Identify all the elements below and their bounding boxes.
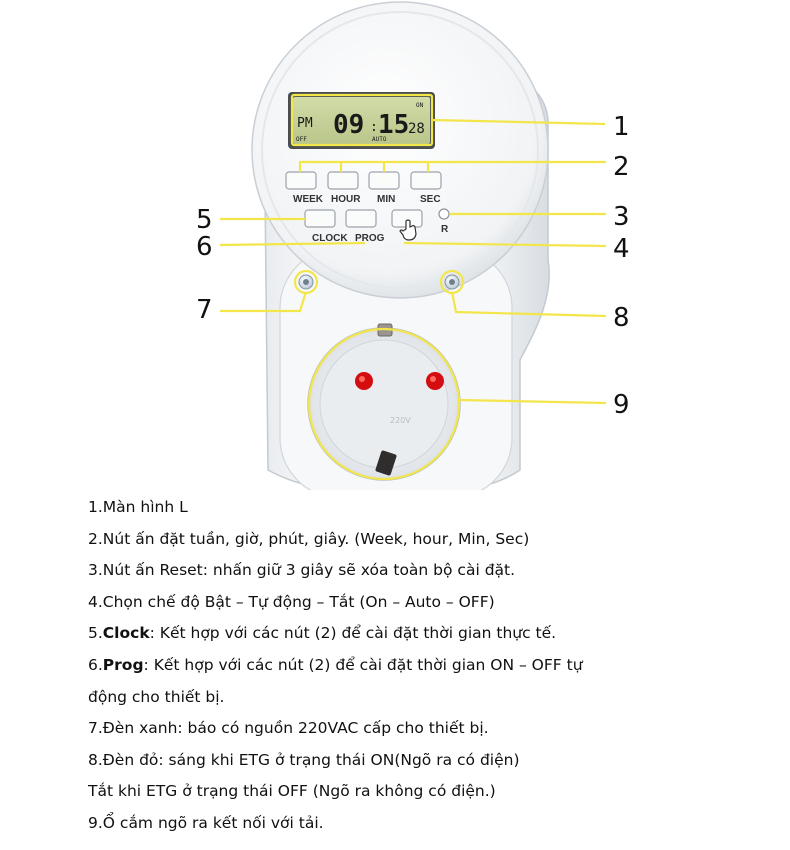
- hour-button[interactable]: HOUR: [327, 171, 361, 205]
- legend-line-6: 6.Prog: Kết hợp với các nút (2) để cài đ…: [88, 650, 778, 682]
- callout-7: 7: [196, 295, 213, 325]
- reset-label: R: [441, 224, 449, 235]
- lcd-off-indicator: OFF: [296, 136, 307, 143]
- callout-5: 5: [196, 205, 213, 235]
- legend-line-7: 7.Đèn xanh: báo có nguồn 220VAC cấp cho …: [88, 719, 489, 738]
- legend-5-keyword: Clock: [102, 624, 150, 643]
- callout-1: 1: [613, 112, 630, 142]
- legend-line-1: 1.Màn hình L: [88, 498, 188, 516]
- lcd-ampm: PM: [297, 116, 313, 131]
- sec-label: SEC: [420, 194, 441, 205]
- time-buttons: WEEK HOUR MIN SEC: [285, 171, 442, 205]
- legend-line-9: 9.Ổ cắm ngõ ra kết nối với tải.: [88, 813, 324, 832]
- output-socket: 220V: [307, 323, 461, 481]
- legend-line-2: 2.Nút ấn đặt tuần, giờ, phút, giây. (Wee…: [88, 529, 530, 548]
- min-label: MIN: [377, 194, 395, 205]
- legend-line-8: 8.Đèn đỏ: sáng khi ETG ở trạng thái ON(N…: [88, 750, 520, 769]
- legend-6-text: : Kết hợp với các nút (2) để cài đặt thờ…: [143, 655, 583, 674]
- socket-rating-mark: 220V: [390, 416, 411, 425]
- callout-6: 6: [196, 232, 213, 262]
- callout-numbers: 1 2 3 4 5 6 7 8 9: [196, 112, 630, 420]
- callout-8: 8: [613, 303, 630, 333]
- legend-description: 1.Màn hình L 2.Nút ấn đặt tuần, giờ, phú…: [88, 492, 778, 840]
- lcd-display: PM 09 : 15 28 OFF AUTO ON: [288, 92, 435, 149]
- lcd-auto-indicator: AUTO: [372, 136, 387, 143]
- legend-line-4: 4.Chọn chế độ Bật – Tự động – Tắt (On – …: [88, 592, 495, 611]
- clock-label: CLOCK: [312, 233, 348, 244]
- lcd-on-indicator: ON: [416, 102, 424, 109]
- timer-socket-diagram: PM 09 : 15 28 OFF AUTO ON WEEK HOUR MIN …: [196, 1, 630, 490]
- week-button[interactable]: WEEK: [285, 171, 324, 205]
- hour-label: HOUR: [331, 194, 361, 205]
- prog-button[interactable]: PROG: [345, 209, 385, 244]
- callout-lines: [219, 118, 607, 405]
- lcd-seconds: 28: [408, 121, 425, 137]
- callout-3: 3: [613, 202, 630, 232]
- red-output-led: [444, 274, 460, 290]
- lcd-minutes: 15: [378, 110, 409, 140]
- sec-button[interactable]: SEC: [410, 171, 442, 205]
- socket-hole-left: [355, 372, 373, 390]
- legend-line-8-cont: Tắt khi ETG ở trạng thái OFF (Ngõ ra khô…: [88, 782, 496, 801]
- week-label: WEEK: [293, 194, 324, 205]
- legend-line-3: 3.Nút ấn Reset: nhấn giữ 3 giây sẽ xóa t…: [88, 561, 516, 580]
- callout-4: 4: [613, 234, 630, 264]
- reset-button[interactable]: R: [438, 208, 450, 235]
- mode-button[interactable]: [391, 209, 423, 241]
- hand-icon: [399, 219, 417, 241]
- legend-6-number: 6.: [88, 655, 103, 674]
- green-power-led: [298, 274, 314, 290]
- legend-5-number: 5.: [88, 624, 103, 643]
- control-dial: [251, 1, 549, 299]
- callout-2: 2: [613, 152, 630, 182]
- socket-hole-right: [426, 372, 444, 390]
- lcd-hours: 09: [333, 110, 364, 140]
- prog-label: PROG: [355, 233, 385, 244]
- legend-line-6-cont: động cho thiết bị.: [88, 687, 225, 706]
- callout-9: 9: [613, 390, 630, 420]
- legend-6-keyword: Prog: [102, 655, 144, 674]
- legend-5-text: : Kết hợp với các nút (2) để cài đặt thờ…: [149, 624, 557, 643]
- lcd-colon: :: [370, 120, 378, 135]
- legend-line-5: 5.Clock: Kết hợp với các nút (2) để cài …: [88, 618, 778, 650]
